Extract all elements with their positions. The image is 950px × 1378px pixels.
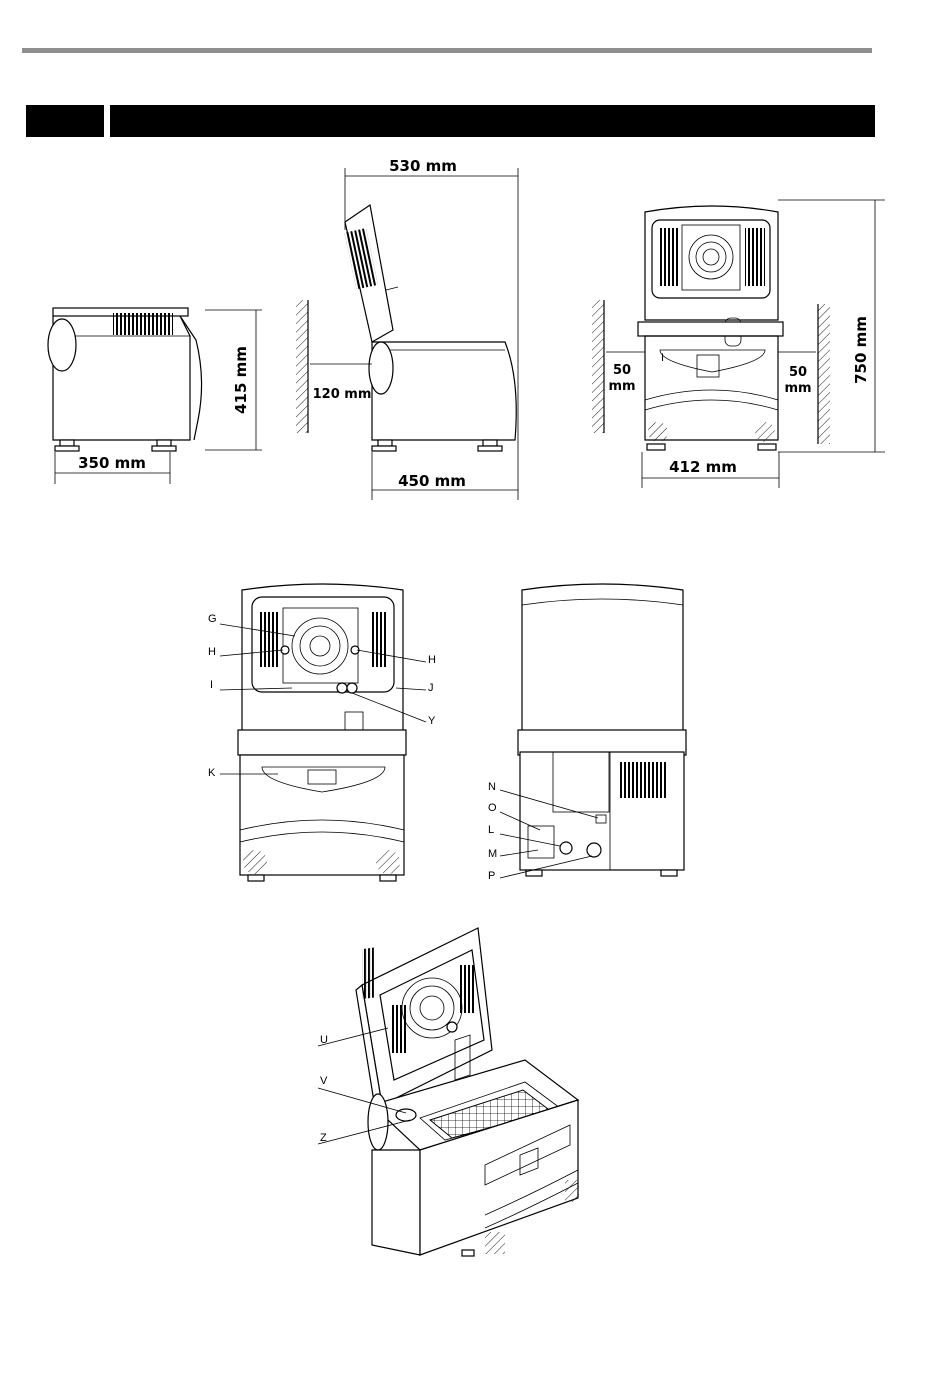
- callout-I: I: [210, 679, 213, 691]
- callout-Y: Y: [428, 715, 436, 727]
- callout-J: J: [428, 682, 434, 694]
- callout-G: G: [208, 613, 217, 625]
- callout-H-left: H: [208, 646, 216, 658]
- dim-side-depth: 350 mm: [78, 454, 146, 472]
- callout-P: P: [488, 870, 495, 882]
- dim-side-height: 415 mm: [232, 346, 250, 414]
- callout-H-right: H: [428, 654, 436, 666]
- callout-L: L: [488, 824, 494, 836]
- dim-wall-clearance: 120 mm: [313, 387, 372, 402]
- callout-N: N: [488, 781, 496, 793]
- dim-open-depth: 530 mm: [389, 157, 457, 175]
- callout-Z: Z: [320, 1132, 327, 1144]
- panel-label: I: [661, 352, 664, 364]
- callout-O: O: [488, 802, 497, 814]
- front-callout-view: G H H I J Y K: [208, 584, 436, 881]
- callout-M: M: [488, 848, 497, 860]
- dim-front-height: 750 mm: [852, 316, 870, 384]
- side-view: 415 mm 350 mm: [48, 308, 262, 484]
- callout-V: V: [320, 1075, 328, 1087]
- dim-front-width: 412 mm: [669, 458, 737, 476]
- callout-U: U: [320, 1034, 328, 1046]
- rear-callout-view: N O L M P: [488, 584, 686, 882]
- callout-K: K: [208, 767, 216, 779]
- perspective-view: U V Z: [318, 928, 579, 1256]
- open-side-view: 530 mm 120 mm 450 mm: [296, 157, 518, 500]
- dim-base-depth: 450 mm: [398, 472, 466, 490]
